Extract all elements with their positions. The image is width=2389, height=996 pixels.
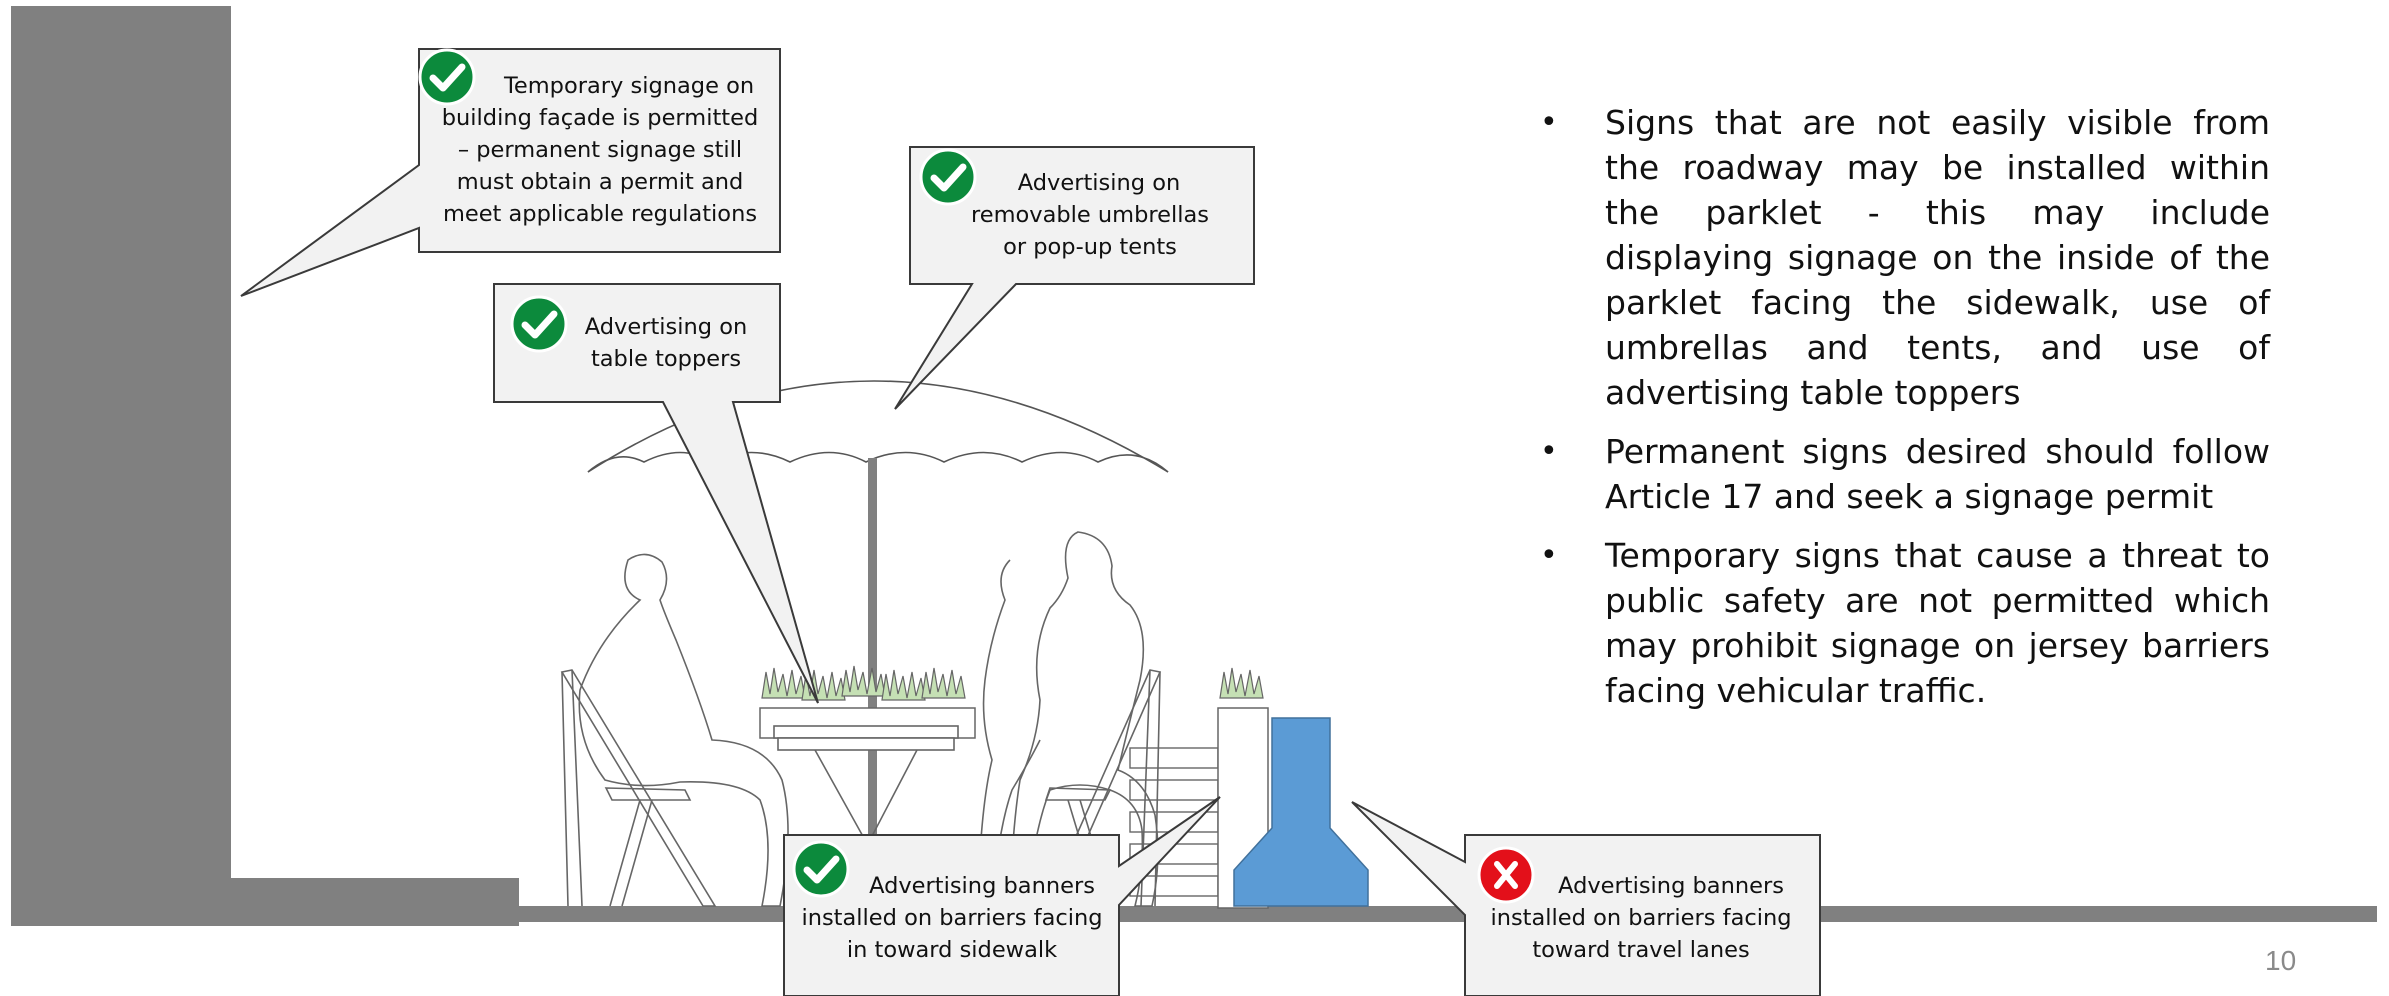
check-icon <box>510 295 568 353</box>
callout-banners-sidewalk-box <box>783 796 1221 996</box>
callout-banners-travel-text: Advertising banners installed on barrier… <box>1490 873 1792 963</box>
left-chair <box>560 669 717 907</box>
umbrella <box>587 380 1169 908</box>
callout-umbrellas-text: Advertising on removable umbrellas or po… <box>971 170 1209 260</box>
page-number: 10 <box>2265 945 2297 976</box>
jersey-barrier <box>1233 717 1369 907</box>
callout-facade-text: Temporary signage on building façade is … <box>441 73 759 227</box>
guidance-bullet-list: Signs that are not easily visible from t… <box>1540 100 2270 727</box>
callout-table-toppers-text: Advertising on table toppers <box>584 314 748 372</box>
bullet-item: Permanent signs desired should follow Ar… <box>1540 429 2270 519</box>
check-icon <box>792 840 850 898</box>
bullet-item: Signs that are not easily visible from t… <box>1540 100 2270 415</box>
cafe-table <box>773 725 959 907</box>
person-left-silhouette <box>578 553 789 907</box>
callout-table-toppers-box <box>493 283 819 704</box>
callout-facade-box <box>240 48 781 297</box>
callout-banners-travel-box <box>1351 801 1821 996</box>
check-icon <box>919 148 977 206</box>
callout-umbrellas-box <box>894 146 1255 410</box>
person-right-2-silhouette <box>1009 531 1159 907</box>
x-icon <box>1477 846 1535 904</box>
sidewalk-slab <box>11 878 519 926</box>
bullet-item: Temporary signs that cause a threat to p… <box>1540 533 2270 713</box>
building-wall <box>11 6 231 926</box>
person-right-silhouette <box>977 559 1041 907</box>
callout-banners-sidewalk-text: Advertising banners installed on barrier… <box>801 873 1103 963</box>
check-icon <box>418 48 476 106</box>
